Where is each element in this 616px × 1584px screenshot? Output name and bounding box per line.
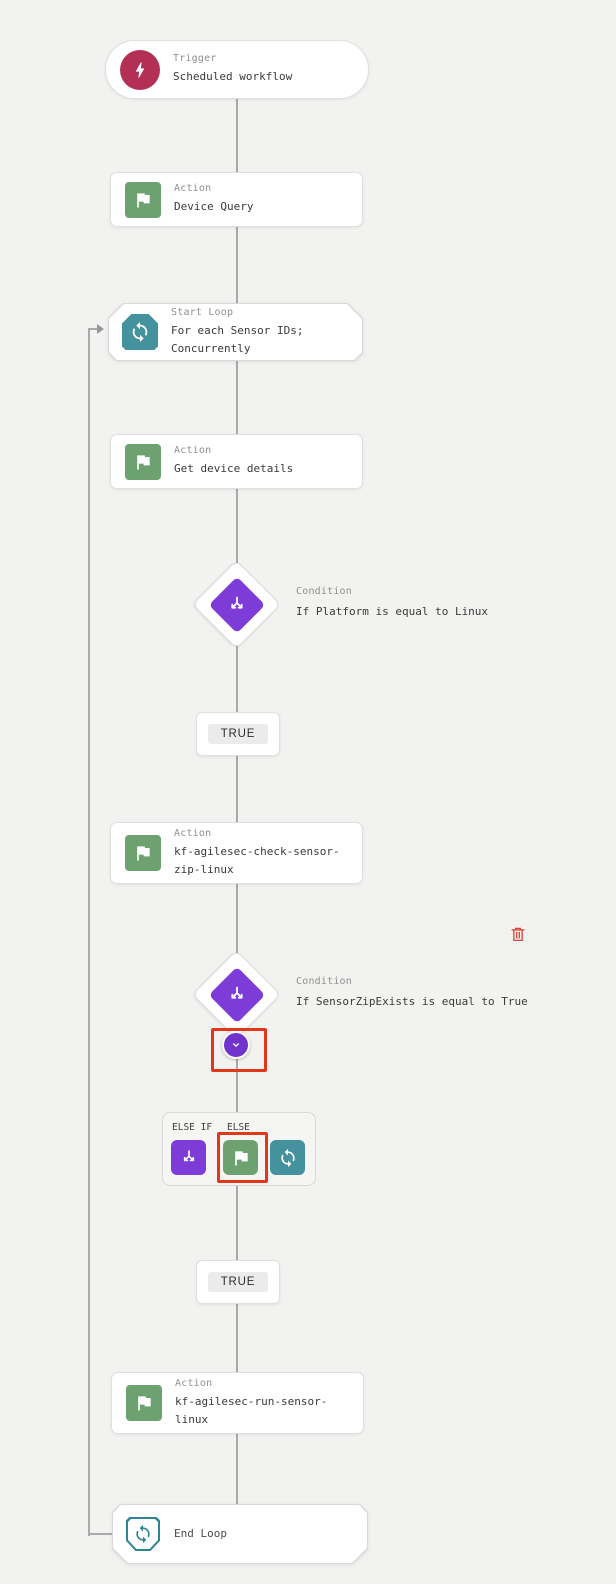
node-type-label: Condition [296,976,352,987]
action-node-run-sensor[interactable]: Action kf-agilesec-run-sensor-linux [111,1372,364,1434]
loopback-arrowhead-icon [97,324,104,334]
delete-node-button[interactable] [509,925,527,943]
true-label: TRUE [207,724,269,744]
loopback-line-bottom [88,1533,113,1535]
highlight-box-add-action [217,1132,268,1183]
flag-icon [125,181,161,218]
node-title: Device Query [174,200,254,214]
condition-sensor-zip-text: Condition If SensorZipExists is equal to… [296,976,528,1008]
loop-sync-icon [122,314,158,350]
add-loop-button[interactable] [270,1140,305,1175]
node-title: If SensorZipExists is equal to True [296,995,528,1008]
node-title: For each Sensor IDs; Concurrently [171,323,304,355]
chevron-down-icon [232,1043,240,1047]
action-node-device-query[interactable]: Action Device Query [110,172,363,227]
condition-node-platform[interactable] [191,559,283,651]
node-type-label: Action [174,827,212,839]
loopback-line-top [88,328,98,330]
node-title: kf-agilesec-run-sensor-linux [175,1394,328,1426]
branch-split-icon [183,1149,194,1161]
else-label: ELSE [227,1122,250,1133]
branch-split-icon [191,949,283,1041]
expand-branches-button[interactable] [222,1031,250,1059]
highlight-box-expander [211,1028,267,1072]
node-title: If Platform is equal to Linux [296,605,489,618]
else-if-label: ELSE IF [172,1122,213,1133]
action-node-check-sensor-zip[interactable]: Action kf-agilesec-check-sensor-zip-linu… [110,822,363,884]
loop-sync-icon [126,1517,160,1551]
loopback-line-vertical [88,328,90,1536]
flag-icon [234,1150,248,1165]
branch-split-icon [191,559,283,651]
start-loop-node[interactable]: Start Loop For each Sensor IDs; Concurre… [108,303,363,361]
condition-platform-text: Condition If Platform is equal to Linux [296,586,488,618]
action-node-get-device-details[interactable]: Action Get device details [110,434,363,489]
node-type-label: Trigger [173,53,217,65]
node-title: End Loop [174,1527,227,1541]
node-type-label: Action [174,445,212,457]
lightning-bolt-icon [120,49,160,90]
node-title: kf-agilesec-check-sensor-zip-linux [174,844,340,876]
add-condition-button[interactable] [171,1140,206,1175]
condition-node-sensor-zip[interactable] [191,949,283,1041]
end-loop-node[interactable]: End Loop [112,1504,368,1564]
main-connector-line [236,98,238,1507]
node-title: Scheduled workflow [173,70,293,84]
add-branch-panel: ELSE IF ELSE [162,1112,316,1186]
node-type-label: Action [175,1377,213,1389]
node-type-label: Action [174,183,212,195]
true-label: TRUE [207,1272,269,1292]
branch-label-true-1: TRUE [196,712,280,756]
trigger-node-scheduled-workflow[interactable]: Trigger Scheduled workflow [105,40,369,99]
node-type-label: Start Loop [171,306,234,318]
branch-label-true-2: TRUE [196,1260,280,1304]
flag-icon [125,835,161,871]
trash-icon [511,927,525,942]
add-action-button[interactable] [223,1140,258,1175]
node-type-label: Condition [296,586,352,597]
node-title: Get device details [174,462,294,476]
flag-icon [126,1385,162,1421]
loop-sync-icon [280,1148,295,1167]
flag-icon [125,443,161,480]
